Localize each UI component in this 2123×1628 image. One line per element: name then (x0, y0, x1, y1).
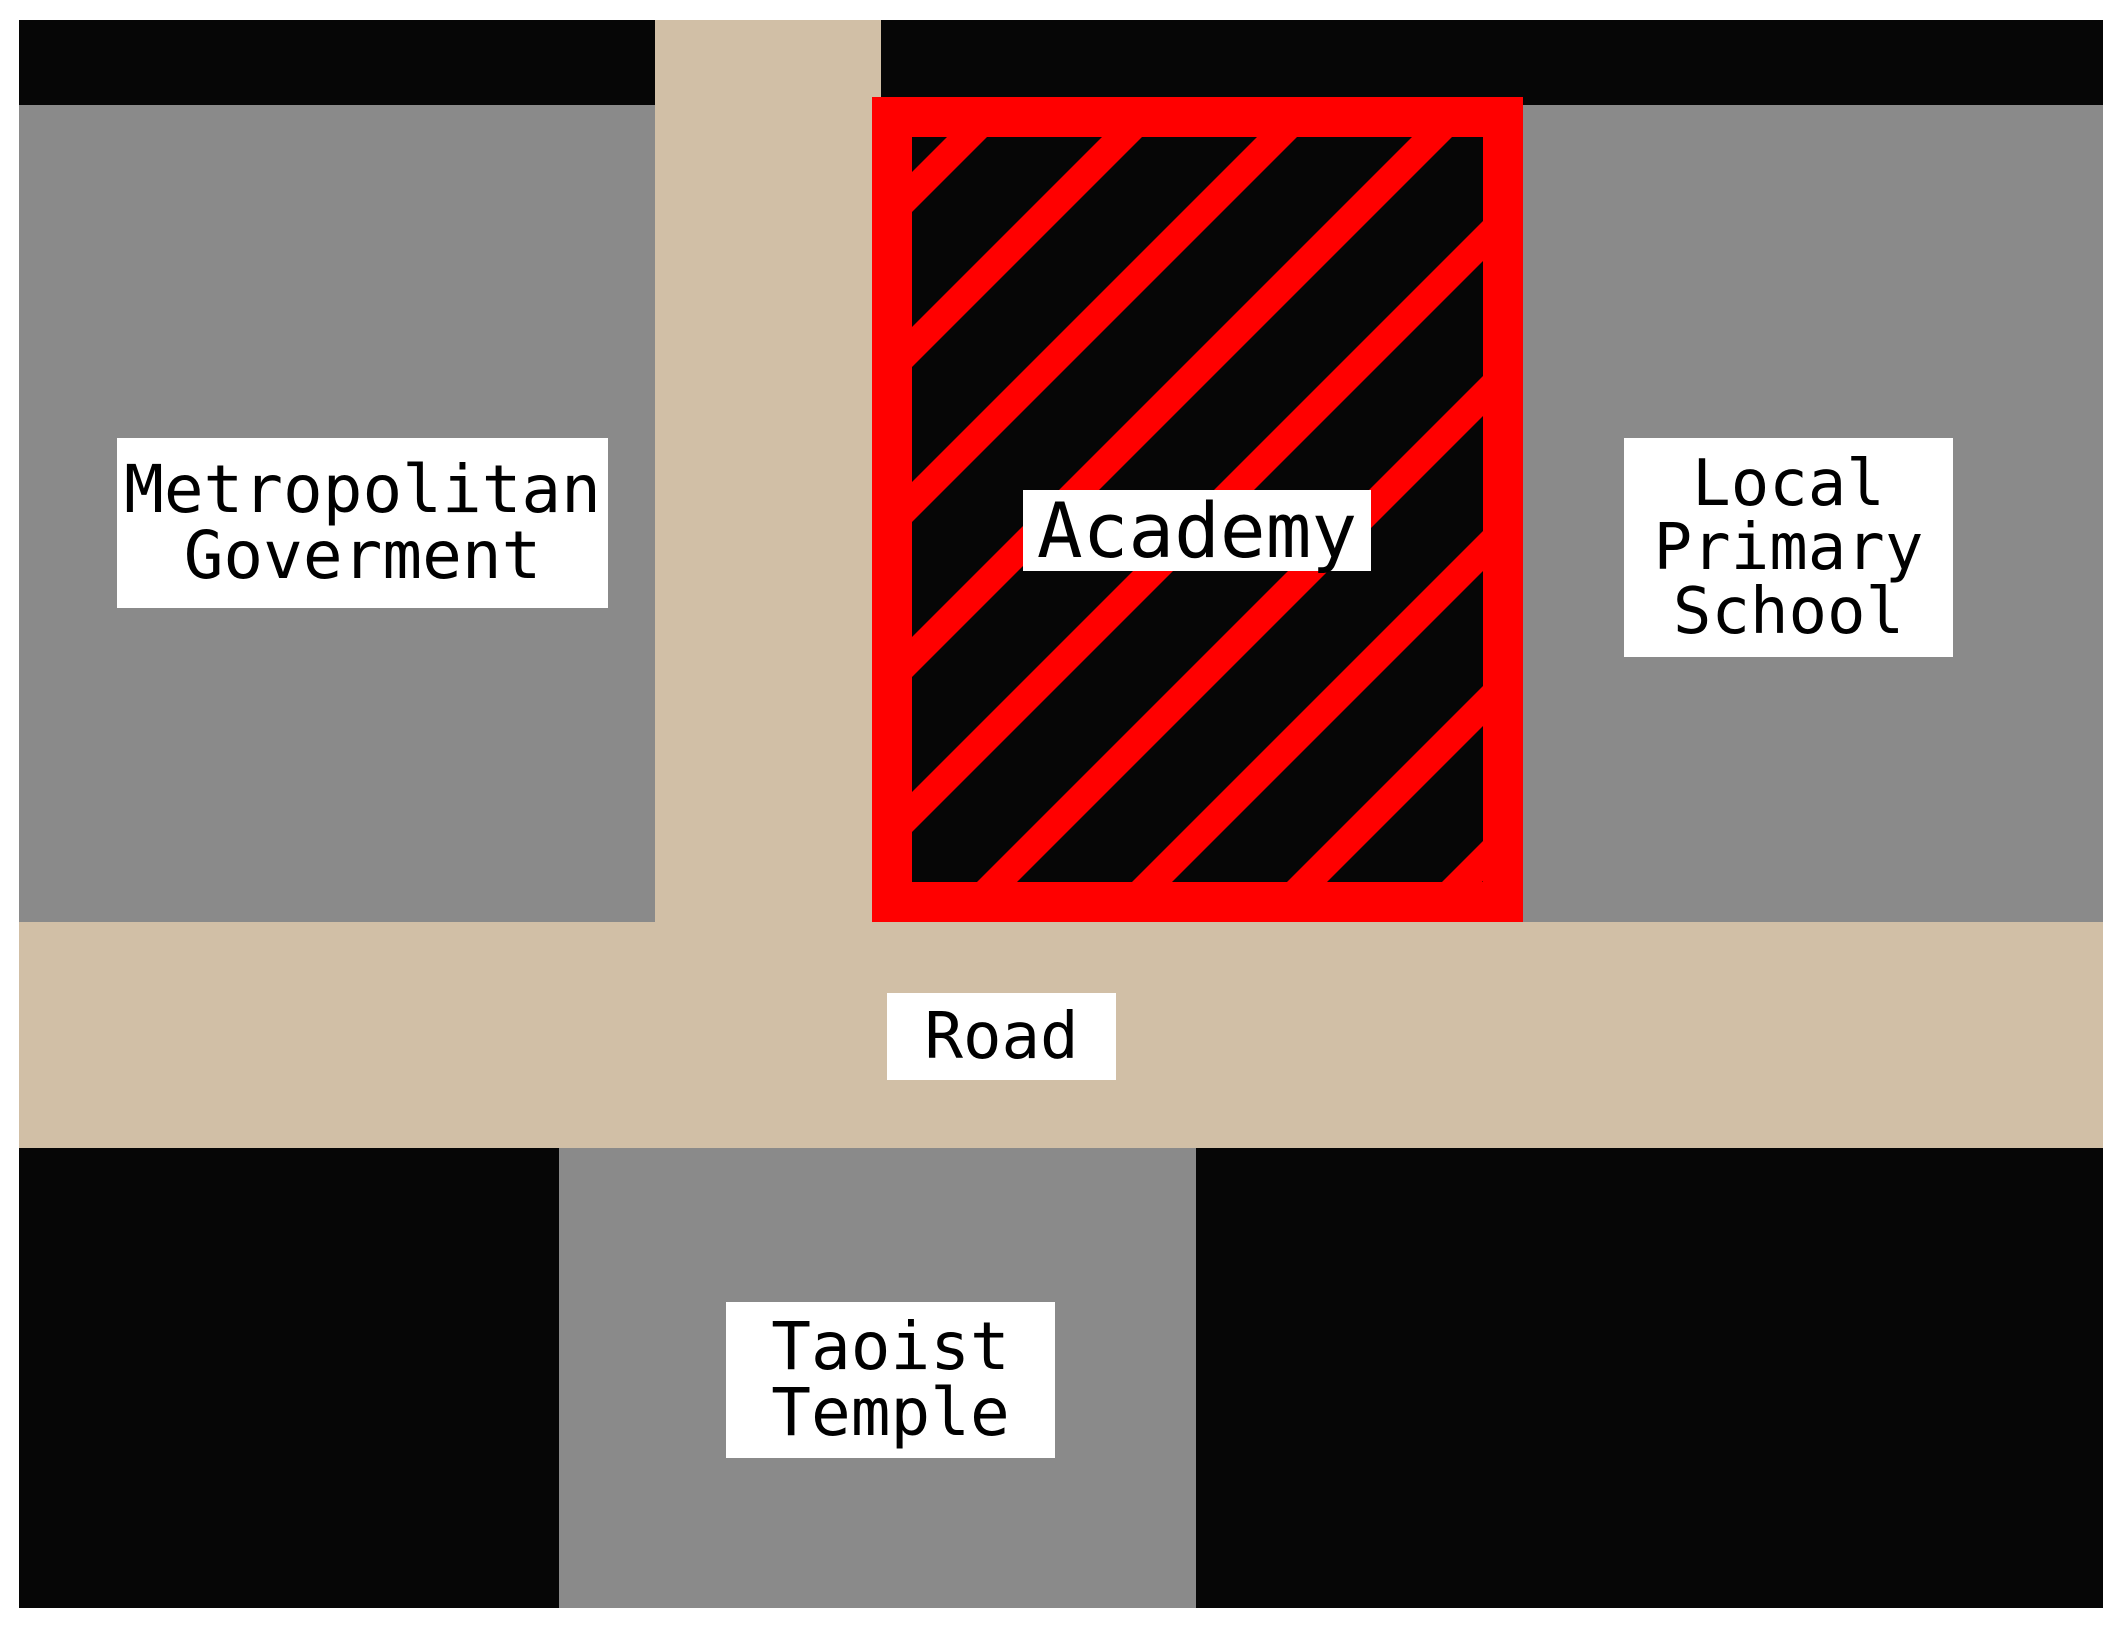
academy-stripe (977, 376, 1523, 922)
academy-stripe (872, 97, 1297, 522)
metropolitan-government-label: Metropolitan Goverment (117, 438, 608, 608)
taoist-temple-label: Taoist Temple (726, 1302, 1055, 1458)
academy-stripe (872, 97, 1142, 367)
local-primary-school-label: Local Primary School (1624, 438, 1953, 657)
metropolitan-government-line-2: Goverment (183, 517, 542, 594)
academy-stripe (872, 97, 1452, 677)
dark-block-bottom-left (19, 1148, 559, 1608)
academy-stripe (872, 97, 1523, 832)
dark-block-top-right (881, 20, 2103, 105)
road-text: Road (924, 999, 1079, 1074)
academy-text: Academy (1036, 485, 1358, 575)
local-primary-school-line-2: Primary (1653, 510, 1924, 585)
dark-block-top-left (19, 20, 655, 105)
road-label: Road (887, 993, 1116, 1080)
academy-stripe (872, 221, 1523, 922)
academy-red-frame (872, 97, 1523, 922)
academy-stripe (1287, 686, 1523, 922)
academy-label: Academy (1023, 490, 1371, 571)
dark-block-bottom-right (1196, 1148, 2103, 1608)
local-primary-school-line-3: School (1672, 574, 1905, 649)
academy-stripes (872, 97, 1523, 922)
academy-stripe (1132, 531, 1523, 922)
taoist-temple-line-2: Temple (771, 1374, 1010, 1451)
taoist-temple-line-1: Taoist (771, 1308, 1010, 1385)
metropolitan-government-line-1: Metropolitan (124, 451, 601, 528)
local-primary-school-line-1: Local (1692, 446, 1885, 521)
road-vertical (655, 20, 881, 922)
